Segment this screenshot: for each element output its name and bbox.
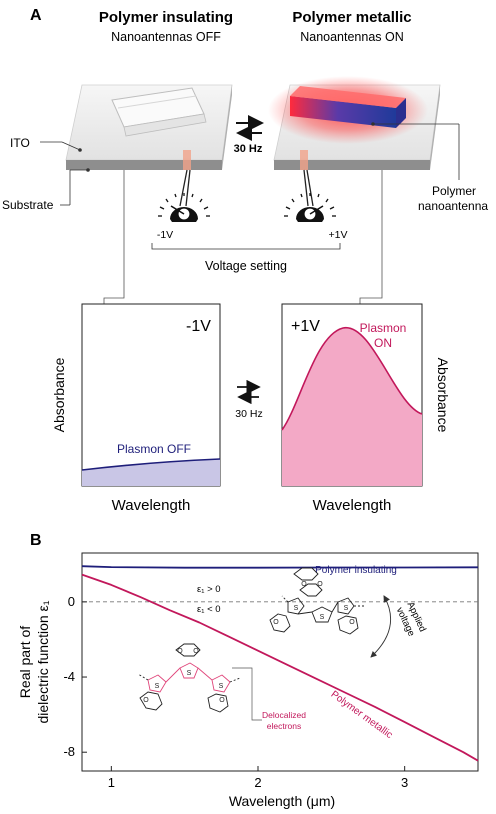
oxygen-atom: O	[177, 648, 183, 655]
sulfur-atom: S	[219, 683, 224, 690]
oxygen-atom: O	[219, 697, 225, 704]
x-tick-label: 1	[108, 775, 115, 790]
insulating-series-line	[81, 565, 479, 569]
b-x-axis-label: Wavelength (μm)	[229, 793, 335, 809]
plasmon-on-label-line1: Plasmon	[360, 321, 407, 335]
substrate-callout	[60, 168, 90, 206]
panel-a-label: A	[30, 7, 42, 24]
right-absorbance-plot	[281, 303, 423, 487]
right-subtitle: Nanoantennas ON	[300, 30, 404, 44]
y-tick-label: -4	[63, 669, 75, 684]
left-absorbance-curve	[81, 458, 221, 471]
right-absorbance-curve	[281, 327, 423, 431]
right-plot-voltage: +1V	[291, 318, 320, 335]
insulating-annotation: Polymer insulating	[315, 565, 397, 576]
metallic-annotation: Polymer metallic	[329, 689, 395, 741]
insulating-nanoantenna	[111, 87, 207, 137]
left-absorbance-fill	[82, 459, 220, 486]
oxygen-atom: O	[301, 581, 307, 588]
left-voltage-value: -1V	[157, 229, 173, 241]
left-title: Polymer insulating	[99, 9, 233, 26]
right-y-axis-label: Absorbance	[435, 358, 451, 433]
insulating-molecule-structure	[269, 567, 366, 635]
switch-arrows	[236, 115, 264, 141]
left-x-axis-label: Wavelength	[112, 497, 191, 514]
plot-connectors	[103, 170, 383, 304]
y-tick-label: 0	[68, 594, 75, 609]
right-absorbance-fill	[282, 327, 422, 486]
left-voltage-knob[interactable]	[158, 169, 210, 222]
left-device	[65, 84, 233, 170]
nanoantenna-label-line2: nanoantenna	[418, 199, 488, 213]
oxygen-atom: O	[317, 581, 323, 588]
b-y-axis-label-line2: dielectric function ε₁	[35, 600, 51, 723]
right-voltage-value: +1V	[329, 229, 348, 241]
plasmon-off-label: Plasmon OFF	[117, 442, 191, 456]
x-tick-label: 3	[401, 775, 408, 790]
plasmon-on-label-line2: ON	[374, 336, 392, 350]
b-y-axis-label-line1: Real part of	[17, 626, 33, 698]
metallic-nanoantenna	[290, 86, 406, 128]
right-device	[268, 76, 441, 170]
ito-label: ITO	[10, 136, 30, 150]
applied-voltage-arrow	[370, 595, 392, 658]
left-y-axis-label: Absorbance	[51, 357, 67, 432]
sulfur-atom: S	[344, 605, 349, 612]
left-subtitle: Nanoantennas OFF	[111, 30, 221, 44]
left-plot-voltage: -1V	[186, 318, 211, 335]
switch-frequency: 30 Hz	[234, 143, 263, 155]
insulating-molecule-atoms: S S S O O O O	[273, 581, 355, 626]
epsilon-negative-label: ε₁ < 0	[197, 604, 221, 615]
y-tick-label: -8	[63, 744, 75, 759]
delocalized-line1: Delocalized	[262, 710, 306, 720]
x-tick-label: 2	[254, 775, 261, 790]
right-title: Polymer metallic	[292, 9, 411, 26]
left-absorbance-plot	[81, 303, 221, 487]
panel-b-label: B	[30, 532, 42, 549]
metallic-molecule-structure	[137, 643, 241, 713]
plot-switch-arrows	[237, 379, 261, 405]
sulfur-atom: S	[187, 670, 192, 677]
sulfur-atom: S	[320, 614, 325, 621]
oxygen-atom: O	[349, 619, 355, 626]
nanoantenna-label-line1: Polymer	[432, 184, 476, 198]
right-voltage-knob[interactable]	[284, 169, 336, 222]
voltage-setting-bracket	[151, 243, 341, 250]
delocalized-line2: electrons	[267, 721, 302, 731]
nanoantenna-callout	[371, 122, 460, 180]
oxygen-atom: O	[193, 648, 199, 655]
metallic-series-line	[81, 573, 479, 762]
voltage-setting-label: Voltage setting	[205, 259, 287, 273]
oxygen-atom: O	[273, 619, 279, 626]
plot-switch-frequency: 30 Hz	[235, 408, 262, 420]
sulfur-atom: S	[155, 683, 160, 690]
applied-voltage-arrow-head	[383, 595, 390, 603]
delocalized-callout	[232, 667, 262, 721]
sulfur-atom: S	[294, 605, 299, 612]
substrate-label: Substrate	[2, 198, 54, 212]
ito-callout	[40, 141, 82, 152]
metallic-molecule-atoms: S S S O O O O	[143, 648, 225, 704]
right-x-axis-label: Wavelength	[313, 497, 392, 514]
epsilon-positive-label: ε₁ > 0	[197, 584, 221, 595]
chart-plot-area	[81, 552, 479, 772]
oxygen-atom: O	[143, 697, 149, 704]
chart-layer: 1 2 3 0 -4 -8	[63, 565, 479, 790]
